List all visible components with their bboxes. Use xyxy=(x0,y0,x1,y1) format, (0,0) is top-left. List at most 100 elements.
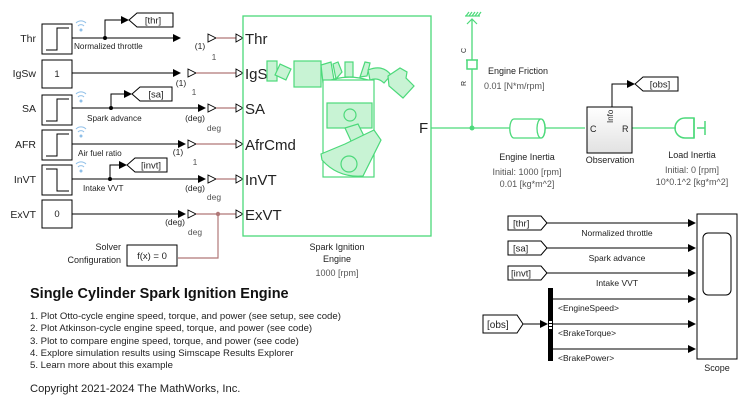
physical-signal-lines xyxy=(178,37,236,259)
engine-inertia-name: Engine Inertia xyxy=(499,152,555,162)
friction-port-c: C xyxy=(461,48,468,53)
input-label: SA xyxy=(22,103,36,115)
link-results-explorer[interactable]: 4. Explore simulation results using Sims… xyxy=(30,347,294,359)
svg-text:[obs]: [obs] xyxy=(650,80,671,91)
bus-selector[interactable] xyxy=(548,288,553,361)
from-tag-invt[interactable]: [invt] xyxy=(507,265,548,281)
ps-converter-invt xyxy=(207,174,218,184)
from-tag-thr[interactable]: [thr] xyxy=(507,215,548,231)
input-label: Thr xyxy=(20,33,36,45)
engine-inertia-block[interactable] xyxy=(509,118,546,139)
unit-conv: (1) xyxy=(176,78,187,88)
copyright: Copyright 2021-2024 The MathWorks, Inc. xyxy=(30,383,241,395)
ps-converter-afr xyxy=(187,139,198,149)
port-thr: Thr xyxy=(245,31,268,48)
wireless-icon xyxy=(75,126,87,138)
input-row-sa: SA [sa] Spark advance (deg) deg xyxy=(22,86,221,133)
scope-signal-label: Intake VVT xyxy=(596,278,638,288)
goto-tag-obs[interactable]: [obs] xyxy=(634,76,679,92)
step-block-sa[interactable] xyxy=(41,94,73,126)
friction-param: 0.01 [N*m/rpm] xyxy=(484,81,545,91)
unit-label: deg xyxy=(207,192,221,202)
svg-text:[invt]: [invt] xyxy=(511,269,531,280)
goto-tag-invt[interactable]: [invt] xyxy=(126,157,168,173)
bus-signal-label: <EngineSpeed> xyxy=(558,303,619,313)
mechanical-reference[interactable] xyxy=(465,11,482,25)
link-plot-compare[interactable]: 3. Plot to compare engine speed, torque,… xyxy=(30,335,299,347)
ps-converters xyxy=(187,33,218,219)
scope-signal-label: Normalized throttle xyxy=(581,228,653,238)
constant-block-igsw[interactable]: 1 xyxy=(41,59,73,89)
scope-name: Scope xyxy=(704,363,730,373)
unit-conv: (deg) xyxy=(185,113,205,123)
load-inertia-block[interactable] xyxy=(674,117,706,139)
svg-text:0: 0 xyxy=(54,209,59,220)
signal-label: Intake VVT xyxy=(83,184,124,193)
port-afrcmd: AfrCmd xyxy=(245,137,296,154)
input-row-thr: Thr [thr] Normalized throttle (1) 1 xyxy=(20,12,217,62)
bus-signal-label: <BrakeTorque> xyxy=(558,328,616,338)
from-tag-sa[interactable]: [sa] xyxy=(507,240,548,256)
solver-label-1: Solver xyxy=(95,242,121,252)
svg-text:[thr]: [thr] xyxy=(145,16,161,27)
unit-label: 1 xyxy=(193,157,198,167)
signal-label: Normalized throttle xyxy=(74,42,143,51)
ps-converter-igsw xyxy=(187,68,198,78)
solver-label-2: Configuration xyxy=(67,255,121,265)
input-label: ExVT xyxy=(10,209,36,221)
svg-text:1: 1 xyxy=(54,69,59,80)
ps-converter-exvt xyxy=(187,209,198,219)
engine-inertia-param1: Initial: 1000 [rpm] xyxy=(492,167,561,177)
engine-cylinder-icon xyxy=(266,60,415,178)
scope-block[interactable] xyxy=(696,213,738,360)
solver-configuration[interactable]: f(x) = 0 xyxy=(126,244,178,267)
input-label: AFR xyxy=(15,139,36,151)
input-row-igsw: IgSw 1 (1) 1 xyxy=(13,59,197,97)
link-plot-otto[interactable]: 1. Plot Otto-cycle engine speed, torque,… xyxy=(30,311,341,322)
goto-tag-thr[interactable]: [thr] xyxy=(128,12,174,28)
step-block-afr[interactable] xyxy=(41,129,73,161)
step-block-invt[interactable] xyxy=(41,164,73,196)
unit-conv: (deg) xyxy=(185,183,205,193)
unit-label: deg xyxy=(207,123,221,133)
svg-text:f(x) = 0: f(x) = 0 xyxy=(137,251,167,262)
load-inertia-name: Load Inertia xyxy=(668,150,716,160)
engine-friction-block[interactable] xyxy=(466,59,478,70)
observation-port-r: R xyxy=(622,124,629,134)
port-invt: InVT xyxy=(245,172,277,189)
model-title: Single Cylinder Spark Ignition Engine xyxy=(30,286,289,302)
link-learn-more[interactable]: 5. Learn more about this example xyxy=(30,360,173,372)
signal-label: Spark advance xyxy=(87,114,142,123)
unit-label: deg xyxy=(188,227,202,237)
link-plot-atkinson[interactable]: 2. Plot Atkinson-cycle engine speed, tor… xyxy=(30,323,313,335)
unit-conv: (1) xyxy=(195,41,206,51)
wireless-icon xyxy=(75,91,87,103)
input-row-exvt: ExVT 0 (deg) deg xyxy=(10,199,202,237)
mechanical-lines xyxy=(431,20,676,129)
input-row-afr: AFR Air fuel ratio (1) 1 xyxy=(15,126,198,167)
unit-label: 1 xyxy=(192,87,197,97)
bus-signal-label: <BrakePower> xyxy=(558,353,614,363)
solver-connection[interactable] xyxy=(178,214,219,259)
engine-name-1: Spark Ignition xyxy=(309,242,364,252)
goto-tag-sa[interactable]: [sa] xyxy=(131,86,173,102)
port-f: F xyxy=(419,120,428,137)
unit-label: 1 xyxy=(212,52,217,62)
from-tag-obs[interactable]: [obs] xyxy=(482,314,524,334)
wireless-icon xyxy=(75,20,87,32)
signal-line[interactable] xyxy=(611,80,635,107)
constant-block-exvt[interactable]: 0 xyxy=(41,199,73,229)
step-block-thr[interactable] xyxy=(41,23,73,55)
ps-converter-thr xyxy=(207,33,218,43)
spark-ignition-engine-block[interactable]: Thr IgSw SA AfrCmd InVT ExVT F xyxy=(242,15,432,237)
friction-port-r: R xyxy=(461,81,468,86)
engine-param: 1000 [rpm] xyxy=(315,268,358,278)
load-inertia-param2: 10*0.1^2 [kg*m^2] xyxy=(656,177,729,187)
input-row-invt: InVT [invt] Intake VVT (deg) deg xyxy=(14,157,221,202)
svg-text:[sa]: [sa] xyxy=(148,90,163,101)
ps-converter-sa xyxy=(207,103,218,113)
input-label: InVT xyxy=(14,174,37,186)
observation-block[interactable]: C R Info xyxy=(586,106,633,154)
wireless-icon xyxy=(75,161,87,173)
